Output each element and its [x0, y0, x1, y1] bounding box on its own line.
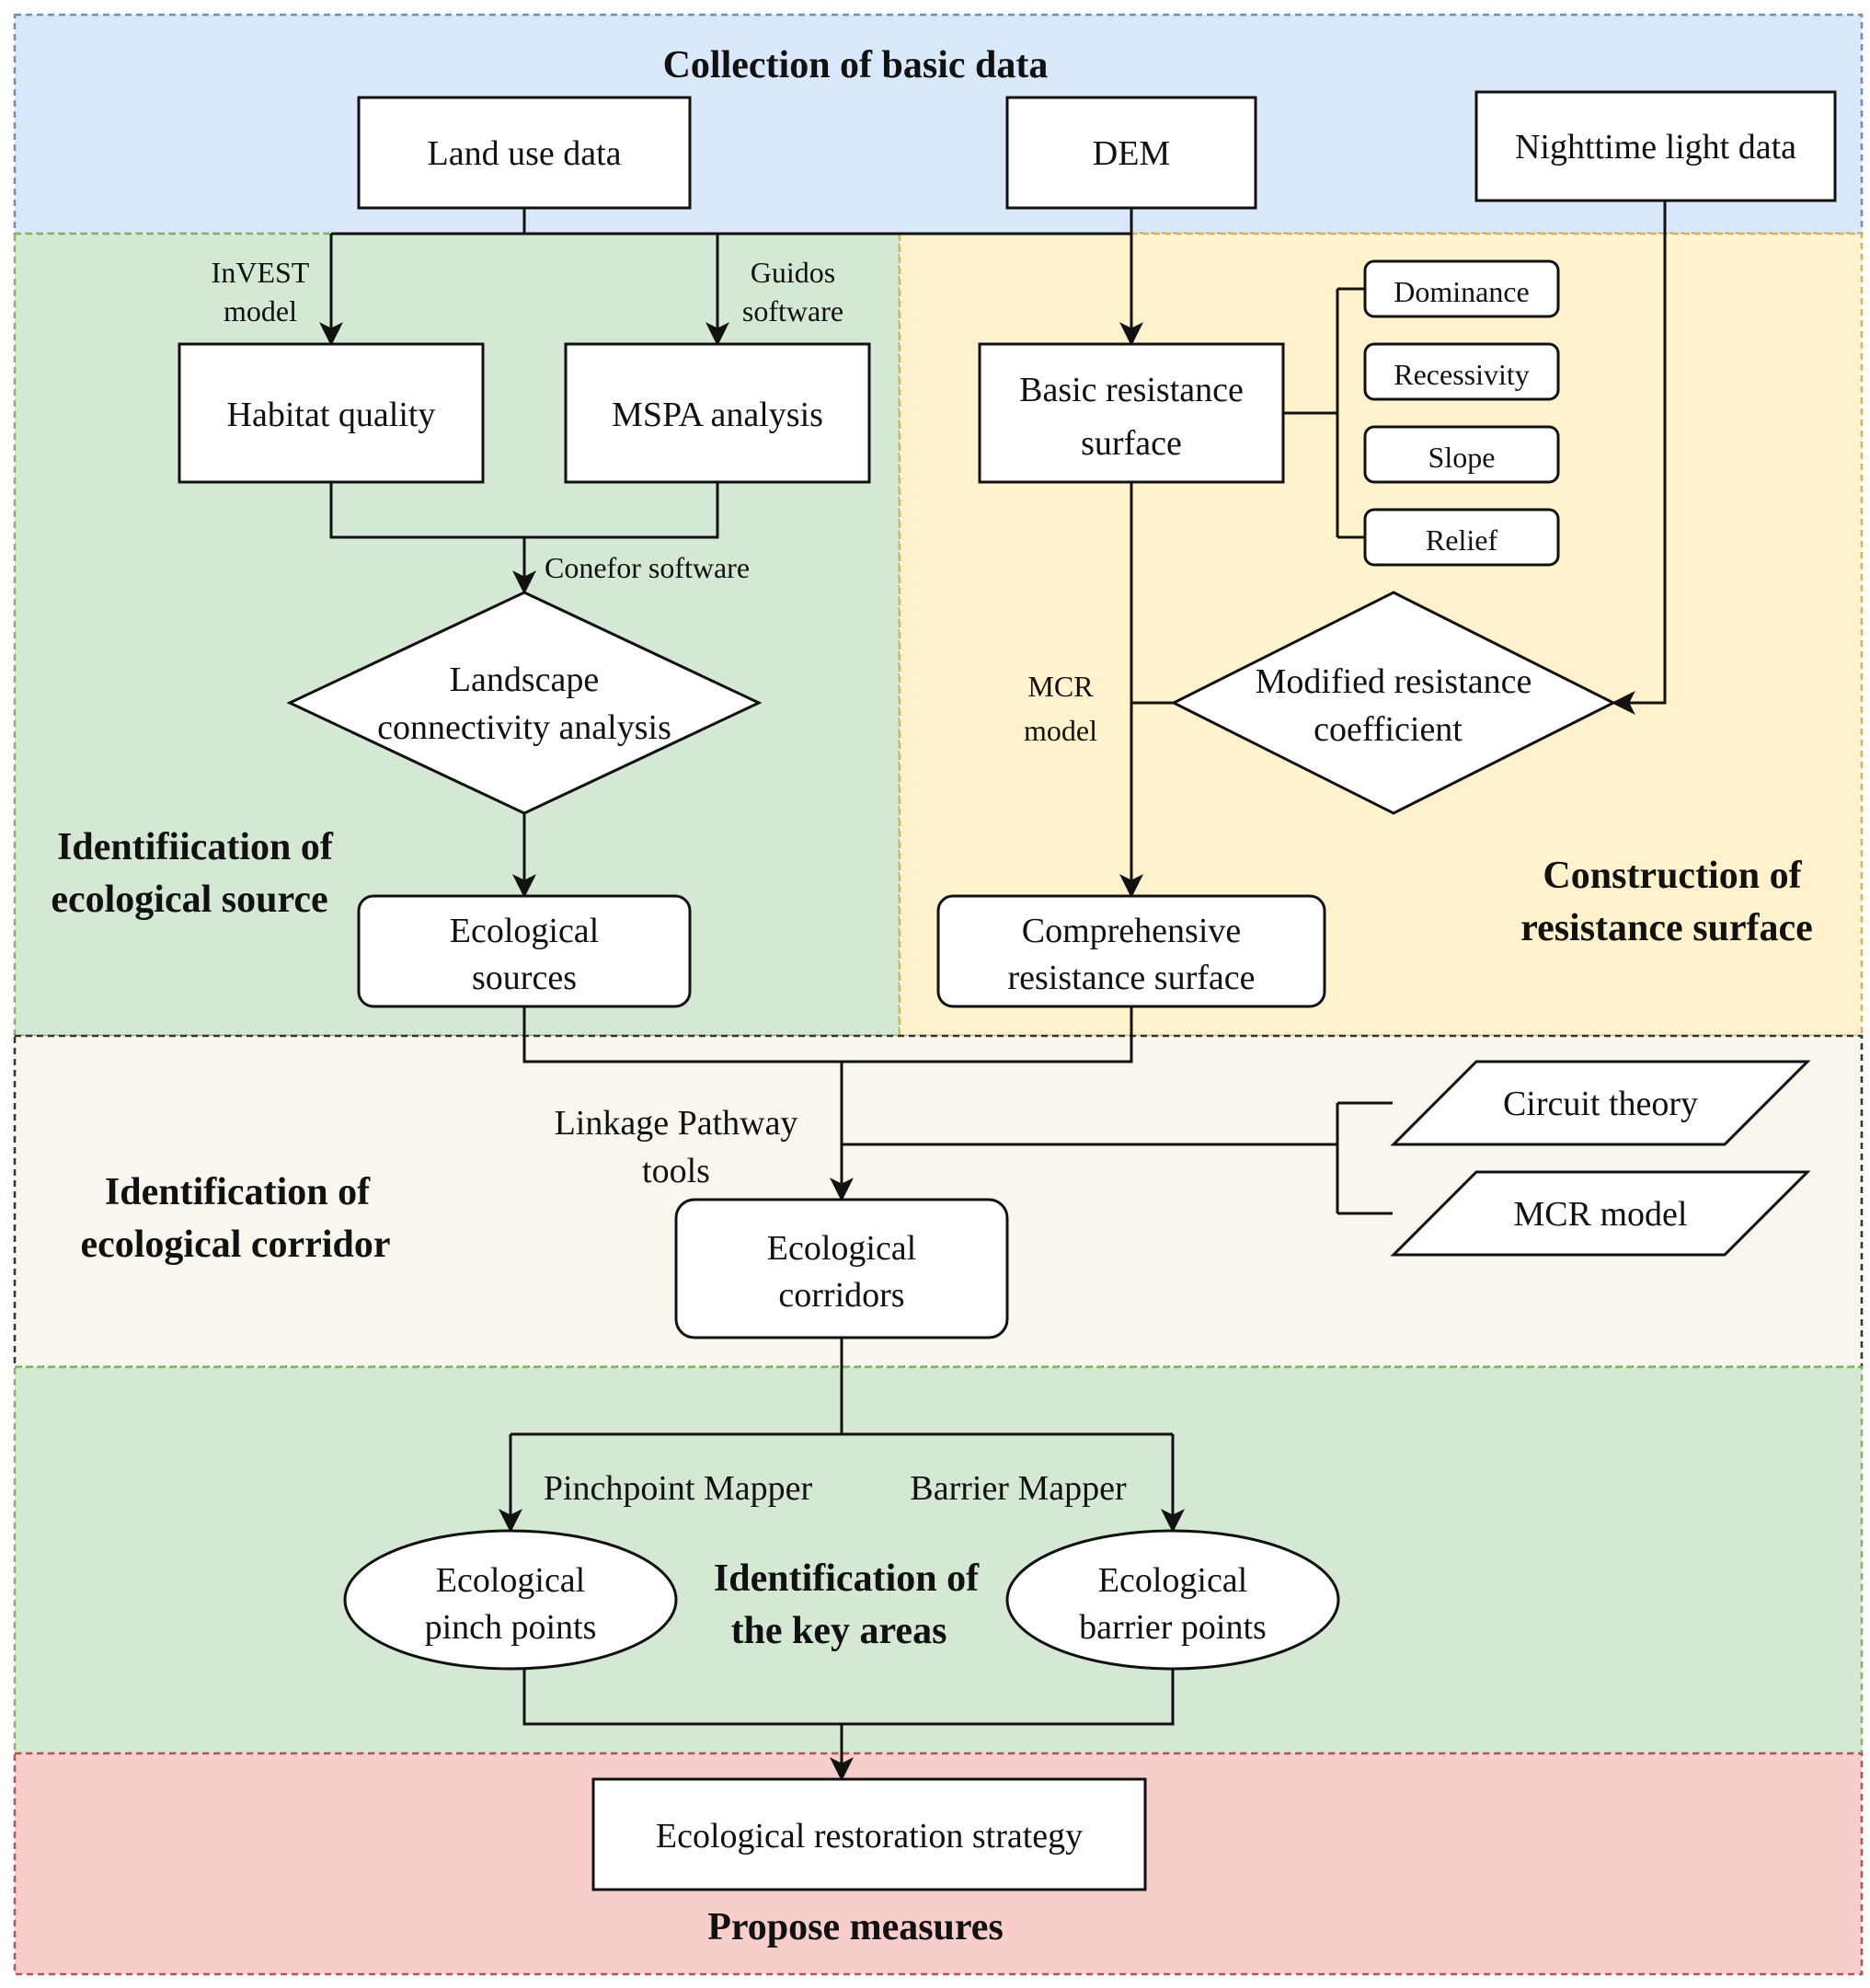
edge-label-linkage-2: tools — [642, 1152, 710, 1190]
node-mcr-model-label: MCR model — [1514, 1195, 1688, 1234]
section-title-ecological-corridor-2: ecological corridor — [80, 1224, 390, 1266]
edge-nighttime-to-modified — [1611, 199, 1667, 715]
node-comprehensive-resistance-label-2: resistance surface — [1007, 959, 1255, 997]
node-basic-resistance-surface: Basic resistance surface — [978, 342, 1285, 484]
node-slope: Slope — [1363, 425, 1560, 484]
node-pinch-points-label-1: Ecological — [436, 1561, 585, 1600]
node-mspa-analysis-label: MSPA analysis — [612, 396, 823, 434]
node-basic-resistance-label-2: surface — [1081, 424, 1182, 463]
edge-to-habitat-quality — [331, 232, 1131, 344]
section-title-measures: Propose measures — [707, 1906, 1004, 1948]
node-land-use-data-label: Land use data — [427, 134, 621, 173]
node-basic-resistance-label-1: Basic resistance — [1019, 371, 1244, 409]
edge-label-linkage-1: Linkage Pathway — [555, 1104, 798, 1143]
edge-factor-bracket — [1282, 287, 1365, 539]
section-title-ecological-corridor-1: Identification of — [105, 1171, 371, 1213]
node-recessivity-label: Recessivity — [1394, 358, 1530, 391]
node-ecological-corridors: Ecological corridors — [674, 1198, 1009, 1339]
node-ecological-sources: Ecological sources — [357, 894, 692, 1008]
node-nighttime-light-data-label: Nighttime light data — [1515, 128, 1796, 167]
node-ecological-corridors-label-1: Ecological — [767, 1229, 916, 1268]
node-ecological-sources-label-1: Ecological — [450, 912, 599, 950]
section-title-ecological-source-1: Identifiication of — [57, 826, 334, 868]
node-ecological-corridors-label-2: corridors — [778, 1276, 904, 1315]
edge-label-mcr-1: MCR — [1027, 670, 1094, 703]
node-slope-label: Slope — [1428, 441, 1496, 474]
node-habitat-quality: Habitat quality — [178, 342, 485, 484]
node-nighttime-light-data: Nighttime light data — [1474, 90, 1837, 202]
node-ecological-sources-label-2: sources — [472, 959, 577, 997]
edge-label-guidos-2: software — [742, 294, 843, 328]
node-relief-label: Relief — [1426, 523, 1498, 557]
node-pinch-points-label-2: pinch points — [425, 1608, 597, 1647]
edge-tools-bracket — [842, 1101, 1393, 1215]
edge-label-invest-2: model — [224, 294, 297, 328]
connectors — [331, 199, 1667, 1782]
section-key-areas — [13, 1365, 1864, 1755]
node-landscape-connectivity-analysis: Landscape connectivity analysis — [286, 591, 763, 815]
section-title-key-areas-1: Identification of — [714, 1557, 980, 1600]
section-title-resistance-surface-1: Construction of — [1543, 855, 1802, 897]
node-ecological-pinch-points: Ecological pinch points — [343, 1529, 678, 1671]
edge-label-conefor: Conefor software — [545, 551, 750, 584]
node-land-use-data: Land use data — [357, 96, 692, 210]
section-title-basic-data: Collection of basic data — [663, 44, 1049, 86]
node-barrier-points-label-1: Ecological — [1098, 1561, 1247, 1600]
node-landscape-connectivity-label-2: connectivity analysis — [377, 708, 671, 747]
node-circuit-theory-label: Circuit theory — [1503, 1085, 1698, 1123]
node-landscape-connectivity-label-1: Landscape — [450, 661, 599, 699]
section-title-resistance-surface-2: resistance surface — [1520, 907, 1813, 949]
node-mspa-analysis: MSPA analysis — [564, 342, 871, 484]
node-restoration-strategy-label: Ecological restoration strategy — [656, 1817, 1083, 1856]
section-title-ecological-source-2: ecological source — [51, 879, 327, 921]
node-comprehensive-resistance-surface: Comprehensive resistance surface — [936, 894, 1326, 1008]
node-modified-resistance-coefficient: Modified resistance coefficient — [1170, 591, 1617, 815]
node-dem-label: DEM — [1093, 134, 1170, 173]
edge-label-pinchpoint-mapper: Pinchpoint Mapper — [544, 1469, 813, 1508]
node-mcr-model: MCR model — [1390, 1170, 1811, 1257]
node-dominance: Dominance — [1363, 259, 1560, 318]
edge-label-guidos-1: Guidos — [751, 256, 835, 289]
node-ecological-barrier-points: Ecological barrier points — [1005, 1529, 1340, 1671]
node-dominance-label: Dominance — [1394, 275, 1530, 308]
edge-label-mcr-2: model — [1024, 714, 1097, 747]
node-habitat-quality-label: Habitat quality — [227, 396, 436, 434]
edge-to-pinch-points — [511, 1432, 1173, 1531]
edge-points-merge — [522, 1669, 1175, 1726]
node-modified-resistance-label-1: Modified resistance — [1256, 662, 1532, 701]
node-comprehensive-resistance-label-1: Comprehensive — [1022, 912, 1242, 950]
section-title-key-areas-2: the key areas — [731, 1610, 947, 1652]
edge-sources-resistance-merge — [522, 1006, 1133, 1063]
edge-label-barrier-mapper: Barrier Mapper — [910, 1469, 1127, 1508]
node-recessivity: Recessivity — [1363, 342, 1560, 401]
node-relief: Relief — [1363, 508, 1560, 567]
node-dem: DEM — [1005, 96, 1257, 210]
node-ecological-restoration-strategy: Ecological restoration strategy — [591, 1777, 1147, 1891]
node-modified-resistance-label-2: coefficient — [1314, 710, 1463, 749]
edge-label-invest-1: InVEST — [212, 256, 310, 289]
node-barrier-points-label-2: barrier points — [1079, 1608, 1267, 1647]
node-circuit-theory: Circuit theory — [1390, 1060, 1811, 1146]
